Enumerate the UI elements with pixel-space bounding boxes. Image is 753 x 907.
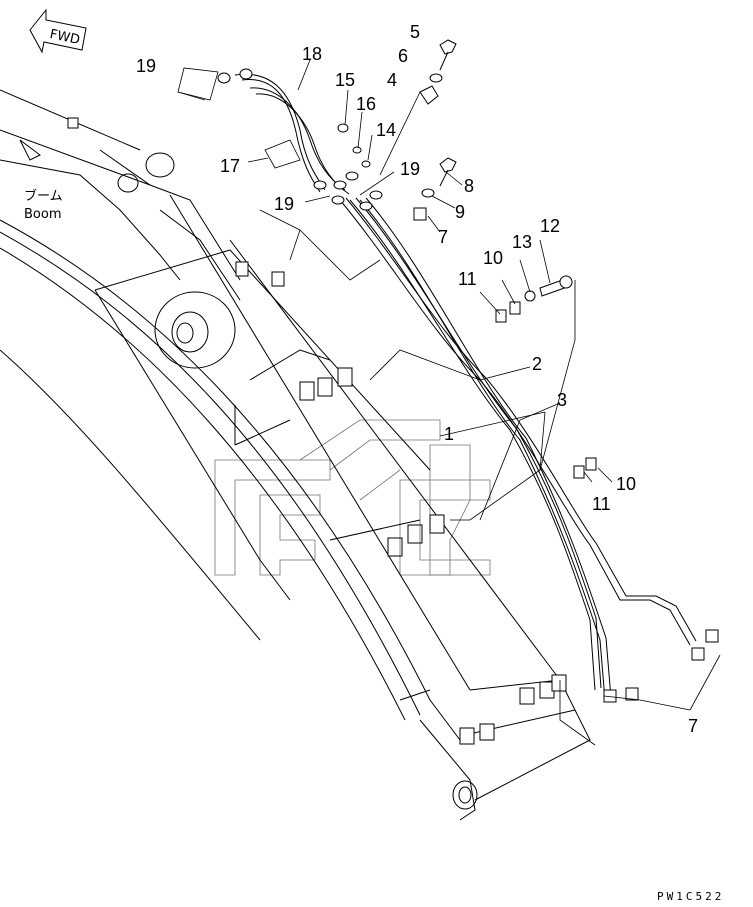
hardware	[337, 39, 573, 302]
callout-16: 16	[356, 94, 376, 114]
callout-11-bottom: 11	[592, 494, 611, 514]
callout-19-mid: 19	[274, 194, 294, 214]
fwd-arrow: FWD	[29, 8, 87, 54]
arm-end-pin	[452, 780, 478, 810]
callout-5: 5	[410, 22, 420, 42]
callout-19-top: 19	[136, 56, 156, 76]
figure-code: PW1C522	[657, 890, 724, 903]
callout-14: 14	[376, 120, 396, 140]
callout-labels: 1 2 3 4 5 6 7 7 8 9 10 10 11 11 12 13 14…	[136, 22, 698, 736]
boom-body	[0, 89, 591, 821]
callout-7-top: 7	[438, 227, 448, 247]
callout-12: 12	[540, 216, 560, 236]
callout-6: 6	[398, 46, 408, 66]
callout-3: 3	[557, 390, 567, 410]
callout-10-bottom: 10	[616, 474, 636, 494]
callout-13: 13	[512, 232, 532, 252]
fittings	[217, 68, 383, 211]
callout-10-top: 10	[483, 248, 503, 268]
foot-boss	[19, 117, 241, 301]
fwd-label: FWD	[48, 27, 81, 48]
callout-7-bottom: 7	[688, 716, 698, 736]
callout-1: 1	[444, 424, 454, 444]
callout-15: 15	[335, 70, 355, 90]
clamps	[235, 207, 719, 745]
boom-pivot	[154, 291, 236, 369]
callout-4: 4	[387, 70, 397, 90]
callout-11-top: 11	[458, 269, 477, 289]
callout-8: 8	[464, 176, 474, 196]
hydraulic-pipes	[339, 197, 697, 701]
leader-lines	[177, 59, 721, 746]
boom-label-jp: ブーム	[24, 188, 63, 204]
callout-18: 18	[302, 44, 322, 64]
callout-17: 17	[220, 156, 240, 176]
callout-2: 2	[532, 354, 542, 374]
callout-19-right: 19	[400, 159, 420, 179]
callout-9: 9	[455, 202, 465, 222]
boom-label-en: Boom	[24, 207, 62, 222]
watermark-logo	[214, 419, 491, 576]
hoses	[234, 73, 350, 195]
